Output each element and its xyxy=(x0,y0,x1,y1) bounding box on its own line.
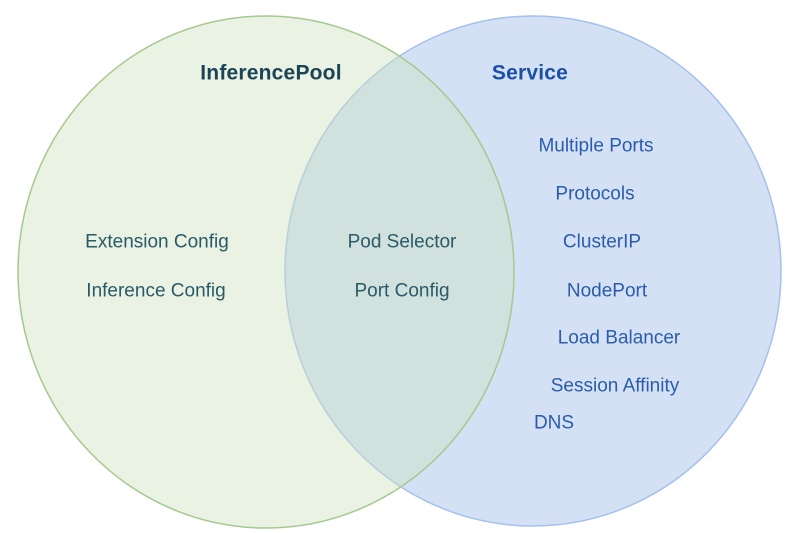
label-protocols: Protocols xyxy=(555,183,635,205)
label-dns: DNS xyxy=(533,412,575,434)
label-load-balancer: Load Balancer xyxy=(557,327,681,349)
label-port-config: Port Config xyxy=(354,280,450,302)
label-session-affinity: Session Affinity xyxy=(550,375,680,397)
label-clusterip: ClusterIP xyxy=(562,231,642,253)
inferencepool-title: InferencePool xyxy=(200,61,342,85)
label-pod-selector: Pod Selector xyxy=(347,231,457,253)
service-title: Service xyxy=(491,61,569,85)
service-circle xyxy=(284,15,782,527)
label-nodeport: NodePort xyxy=(566,280,648,302)
label-inference-config: Inference Config xyxy=(86,280,226,302)
label-extension-config: Extension Config xyxy=(85,231,229,253)
inferencepool-circle xyxy=(17,15,515,529)
label-multiple-ports: Multiple Ports xyxy=(538,135,654,157)
